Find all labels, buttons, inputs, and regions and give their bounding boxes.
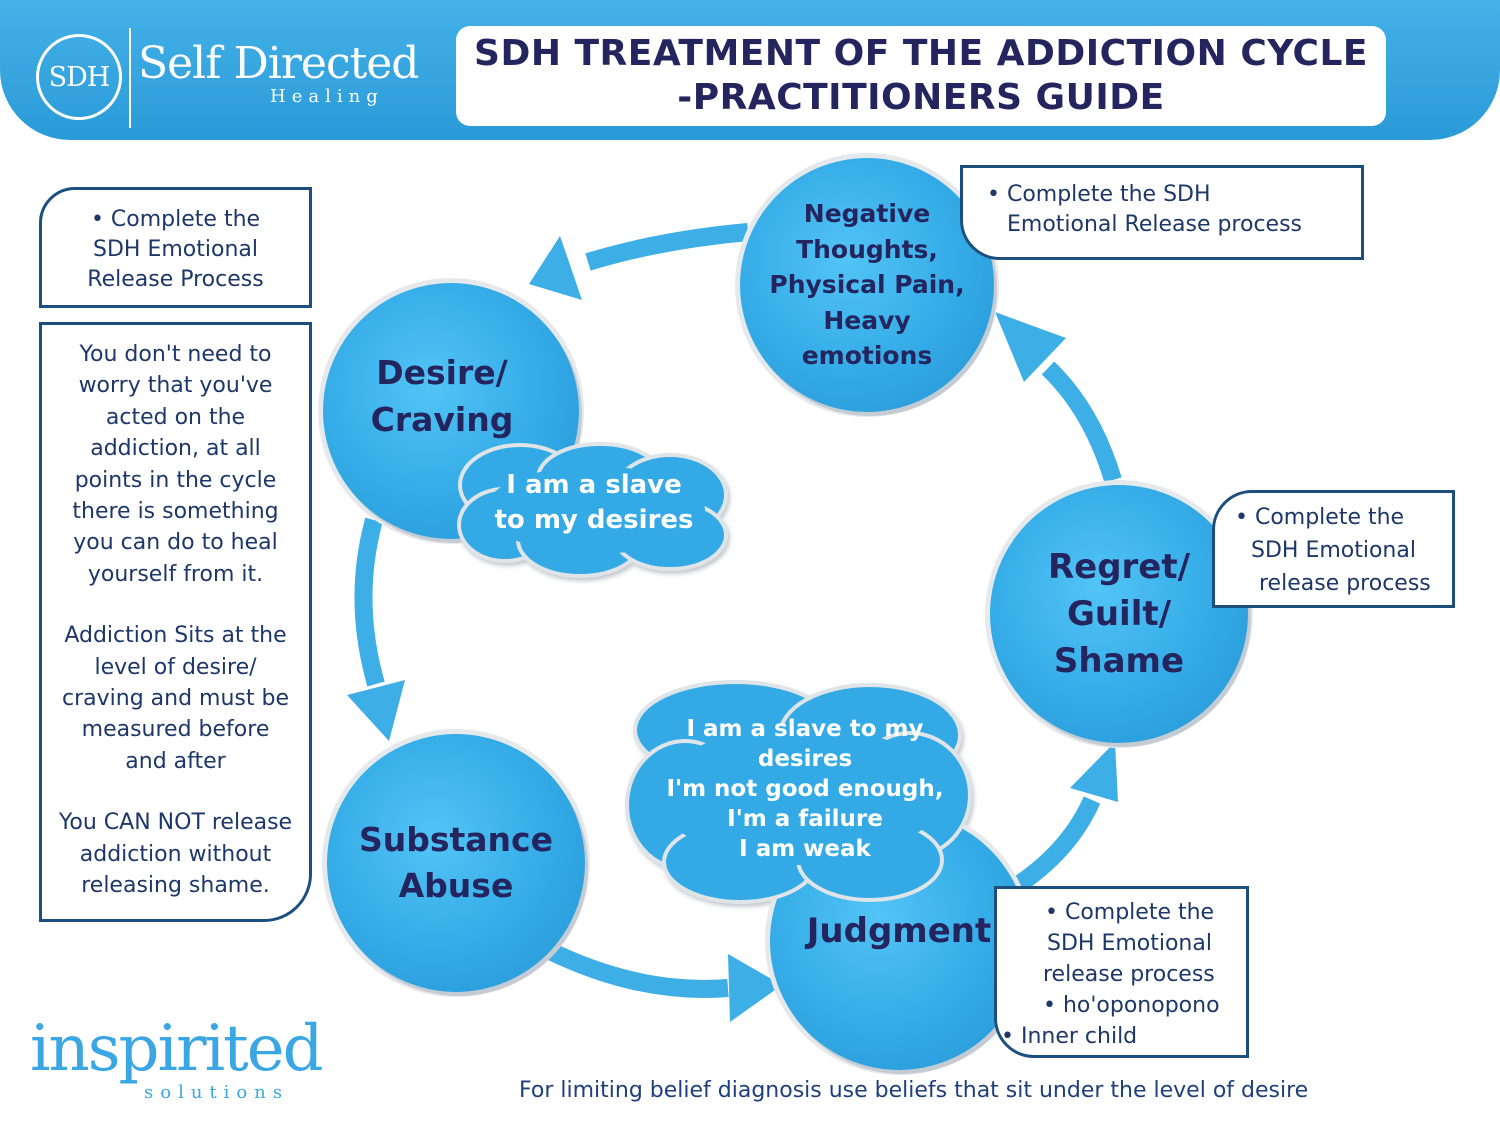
cloud-line: desires bbox=[757, 746, 853, 772]
regret-note-box: • Complete the SDH Emotional release pro… bbox=[1212, 490, 1455, 608]
title-box: SDH TREATMENT OF THE ADDICTION CYCLE -PR… bbox=[456, 26, 1386, 126]
text-line: measured before bbox=[81, 717, 270, 743]
arrowhead-to-desire bbox=[529, 236, 582, 300]
substance-line: Substance bbox=[358, 820, 553, 859]
judgment-note-box: • Complete the SDH Emotional release pro… bbox=[994, 886, 1249, 1058]
explanation-paragraph: Addiction Sits at the level of desire/ c… bbox=[48, 620, 303, 777]
text-line: there is something bbox=[72, 499, 279, 525]
arrow-negative-to-desire bbox=[585, 223, 749, 271]
text-line: releasing shame. bbox=[81, 873, 270, 899]
note-line: SDH Emotional bbox=[1047, 931, 1212, 956]
text-line: points in the cycle bbox=[74, 467, 277, 493]
page-title-line2: -PRACTITIONERS GUIDE bbox=[677, 77, 1165, 118]
text-line: you can do to heal bbox=[73, 530, 278, 556]
text-line: You CAN NOT release bbox=[58, 810, 293, 836]
left-instruction-box: • Complete the SDH Emotional Release Pro… bbox=[39, 187, 312, 308]
arrowhead-to-regret bbox=[1070, 742, 1118, 802]
note-line: • Inner child bbox=[1001, 1024, 1138, 1049]
regret-line: Regret/ bbox=[1047, 546, 1191, 587]
cloud-line: I'm not good enough, bbox=[666, 776, 944, 802]
stage-substance-abuse: Substance Abuse bbox=[327, 734, 585, 992]
cloud-line: I am weak bbox=[739, 836, 871, 862]
text-line: level of desire/ bbox=[94, 654, 257, 680]
text-line: and after bbox=[125, 748, 226, 774]
text-line: acted on the bbox=[105, 404, 246, 430]
text-line: You don't need to bbox=[79, 342, 272, 367]
arrow-desire-to-substance bbox=[354, 517, 385, 687]
judgment-line: Judgment bbox=[806, 911, 992, 951]
note-line: Emotional Release process bbox=[1007, 212, 1303, 237]
header-banner: SDH Self Directed Healing SDH TREATMENT … bbox=[0, 0, 1500, 140]
note-line: • Complete the bbox=[1045, 900, 1215, 925]
negative-line: Thoughts, bbox=[796, 234, 938, 264]
note-line: • Complete the bbox=[1235, 505, 1405, 530]
text-line: addiction, at all bbox=[90, 436, 261, 462]
text-line: yourself from it. bbox=[87, 561, 264, 587]
note-line: • Complete the SDH bbox=[987, 182, 1211, 207]
desire-line: Craving bbox=[370, 400, 514, 439]
note-line: release process bbox=[1043, 962, 1215, 987]
cloud-desire-text: I am a slave to my desires bbox=[460, 468, 728, 538]
text-line: addiction without bbox=[79, 841, 272, 867]
sdh-logo-mark: SDH bbox=[36, 34, 122, 120]
cloud-line: to my desires bbox=[494, 505, 694, 535]
negative-line: emotions bbox=[801, 341, 933, 371]
inspirited-logo-sub: solutions bbox=[144, 1082, 290, 1103]
regret-line: Guilt/ bbox=[1066, 593, 1172, 634]
negative-line: Negative bbox=[803, 199, 931, 229]
arrow-judgment-to-regret bbox=[1012, 796, 1101, 893]
cloud-line: I am a slave bbox=[506, 470, 682, 500]
box-line: Release Process bbox=[87, 267, 264, 292]
left-explanation-box: You don't need to worry that you've acte… bbox=[39, 322, 312, 922]
negative-line: Physical Pain, bbox=[769, 270, 965, 300]
cloud-judgment-text: I am a slave to my desires I'm not good … bbox=[640, 714, 970, 864]
cloud-line: I am a slave to my bbox=[686, 716, 924, 742]
substance-line: Abuse bbox=[398, 866, 514, 905]
arrowhead-to-judgment bbox=[728, 954, 782, 1022]
stage-regret-guilt-shame: Regret/ Guilt/ Shame bbox=[990, 485, 1248, 743]
negative-note-box: • Complete the SDH Emotional Release pro… bbox=[960, 165, 1364, 260]
footer-note: For limiting belief diagnosis use belief… bbox=[519, 1078, 1309, 1103]
note-line: • ho'oponopono bbox=[1043, 993, 1220, 1018]
box-line: • Complete the bbox=[90, 207, 261, 232]
note-line: SDH Emotional bbox=[1251, 538, 1416, 563]
arrow-regret-to-negative bbox=[1041, 361, 1122, 483]
negative-line: Heavy bbox=[823, 305, 911, 335]
text-line: Addiction Sits at the bbox=[64, 623, 287, 649]
logo-name: Self Directed bbox=[138, 38, 419, 89]
page-title-line1: SDH TREATMENT OF THE ADDICTION CYCLE bbox=[474, 33, 1368, 74]
cloud-line: I'm a failure bbox=[727, 806, 883, 832]
regret-line: Shame bbox=[1053, 640, 1185, 681]
logo-subname: Healing bbox=[270, 86, 384, 107]
stage-negative-thoughts: Negative Thoughts, Physical Pain, Heavy … bbox=[740, 158, 994, 412]
text-line: craving and must be bbox=[62, 686, 289, 712]
box-line: SDH Emotional bbox=[93, 237, 258, 262]
explanation-paragraph: You don't need to worry that you've acte… bbox=[48, 339, 303, 590]
arrow-substance-to-judgment bbox=[544, 941, 729, 998]
arrowhead-to-substance bbox=[347, 680, 405, 741]
logo-mark-text: SDH bbox=[48, 61, 111, 93]
text-line: worry that you've bbox=[78, 373, 273, 399]
note-line: release process bbox=[1259, 571, 1431, 596]
logo-divider bbox=[129, 28, 131, 128]
desire-line: Desire/ bbox=[376, 353, 508, 392]
inspirited-logo: inspirited bbox=[30, 1012, 324, 1086]
explanation-paragraph: You CAN NOT release addiction without re… bbox=[48, 807, 303, 901]
arrowhead-to-negative bbox=[995, 312, 1066, 382]
